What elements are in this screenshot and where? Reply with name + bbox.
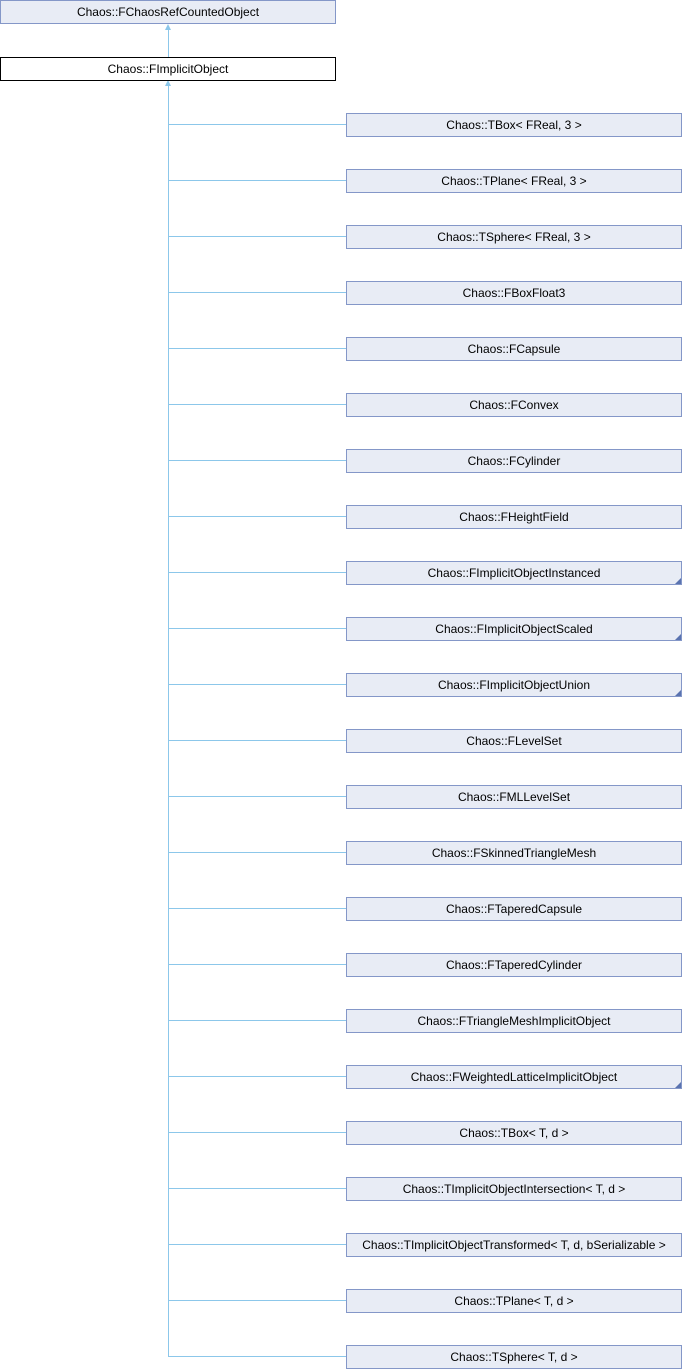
derived-class-box[interactable]: Chaos::FTaperedCapsule bbox=[346, 897, 682, 921]
inheritance-arrow-base bbox=[165, 24, 171, 30]
derived-class-box[interactable]: Chaos::TSphere< FReal, 3 > bbox=[346, 225, 682, 249]
derived-class-label: Chaos::FImplicitObjectUnion bbox=[437, 678, 591, 692]
derived-class-box[interactable]: Chaos::FImplicitObjectScaled bbox=[346, 617, 682, 641]
inheritance-branch bbox=[169, 740, 346, 741]
derived-class-box[interactable]: Chaos::TImplicitObjectIntersection< T, d… bbox=[346, 1177, 682, 1201]
inheritance-branch bbox=[169, 516, 346, 517]
has-subclasses-corner-icon bbox=[675, 690, 681, 696]
inheritance-branch bbox=[169, 124, 346, 125]
derived-class-box[interactable]: Chaos::FMLLevelSet bbox=[346, 785, 682, 809]
derived-class-box[interactable]: Chaos::FHeightField bbox=[346, 505, 682, 529]
derived-class-box[interactable]: Chaos::FLevelSet bbox=[346, 729, 682, 753]
has-subclasses-corner-icon bbox=[675, 1082, 681, 1088]
inheritance-branch bbox=[169, 1300, 346, 1301]
base-class-box[interactable]: Chaos::FChaosRefCountedObject bbox=[0, 0, 336, 24]
derived-class-label: Chaos::FWeightedLatticeImplicitObject bbox=[410, 1070, 618, 1084]
derived-class-label: Chaos::FLevelSet bbox=[466, 734, 562, 748]
derived-class-box[interactable]: Chaos::FTriangleMeshImplicitObject bbox=[346, 1009, 682, 1033]
derived-class-label: Chaos::TSphere< T, d > bbox=[450, 1350, 578, 1364]
inheritance-branch bbox=[169, 348, 346, 349]
derived-class-label: Chaos::FMLLevelSet bbox=[457, 790, 571, 804]
inheritance-arrow-current bbox=[165, 80, 171, 86]
inheritance-branch bbox=[169, 1076, 346, 1077]
inheritance-line-base bbox=[168, 30, 169, 57]
derived-class-box[interactable]: Chaos::TBox< FReal, 3 > bbox=[346, 113, 682, 137]
derived-class-label: Chaos::TPlane< FReal, 3 > bbox=[441, 174, 587, 188]
inheritance-branch bbox=[169, 1244, 346, 1245]
inheritance-branch bbox=[169, 180, 346, 181]
inheritance-trunk bbox=[168, 86, 169, 1357]
inheritance-branch bbox=[169, 796, 346, 797]
inheritance-branch bbox=[169, 964, 346, 965]
derived-class-box[interactable]: Chaos::FImplicitObjectUnion bbox=[346, 673, 682, 697]
derived-class-label: Chaos::FTaperedCylinder bbox=[445, 958, 583, 972]
derived-class-label: Chaos::FSkinnedTriangleMesh bbox=[431, 846, 597, 860]
derived-class-box[interactable]: Chaos::FCapsule bbox=[346, 337, 682, 361]
inheritance-branch bbox=[169, 628, 346, 629]
has-subclasses-corner-icon bbox=[675, 634, 681, 640]
derived-class-box[interactable]: Chaos::FBoxFloat3 bbox=[346, 281, 682, 305]
derived-class-box[interactable]: Chaos::FSkinnedTriangleMesh bbox=[346, 841, 682, 865]
current-class-box: Chaos::FImplicitObject bbox=[0, 57, 336, 81]
derived-class-label: Chaos::FImplicitObjectInstanced bbox=[427, 566, 601, 580]
derived-class-label: Chaos::FHeightField bbox=[459, 510, 569, 524]
has-subclasses-corner-icon bbox=[675, 578, 681, 584]
inheritance-branch bbox=[169, 236, 346, 237]
derived-class-label: Chaos::TBox< T, d > bbox=[459, 1126, 569, 1140]
derived-class-box[interactable]: Chaos::TBox< T, d > bbox=[346, 1121, 682, 1145]
inheritance-branch bbox=[169, 292, 346, 293]
derived-class-box[interactable]: Chaos::FWeightedLatticeImplicitObject bbox=[346, 1065, 682, 1089]
derived-class-label: Chaos::FCylinder bbox=[467, 454, 561, 468]
inheritance-branch bbox=[169, 1132, 346, 1133]
derived-class-label: Chaos::FBoxFloat3 bbox=[462, 286, 566, 300]
derived-class-box[interactable]: Chaos::TPlane< T, d > bbox=[346, 1289, 682, 1313]
derived-class-label: Chaos::TPlane< T, d > bbox=[454, 1294, 574, 1308]
inheritance-branch bbox=[169, 1356, 346, 1357]
inheritance-branch bbox=[169, 1020, 346, 1021]
derived-class-box[interactable]: Chaos::FImplicitObjectInstanced bbox=[346, 561, 682, 585]
derived-class-label: Chaos::TImplicitObjectTransformed< T, d,… bbox=[362, 1238, 666, 1252]
derived-class-label: Chaos::FImplicitObjectScaled bbox=[435, 622, 593, 636]
derived-class-box[interactable]: Chaos::TImplicitObjectTransformed< T, d,… bbox=[346, 1233, 682, 1257]
inheritance-branch bbox=[169, 852, 346, 853]
derived-class-label: Chaos::TBox< FReal, 3 > bbox=[446, 118, 582, 132]
inheritance-branch bbox=[169, 460, 346, 461]
derived-class-box[interactable]: Chaos::FConvex bbox=[346, 393, 682, 417]
derived-class-label: Chaos::TSphere< FReal, 3 > bbox=[437, 230, 591, 244]
inheritance-branch bbox=[169, 908, 346, 909]
derived-class-box[interactable]: Chaos::FCylinder bbox=[346, 449, 682, 473]
inheritance-branch bbox=[169, 684, 346, 685]
inheritance-branch bbox=[169, 404, 346, 405]
derived-class-box[interactable]: Chaos::TSphere< T, d > bbox=[346, 1345, 682, 1369]
inheritance-branch bbox=[169, 1188, 346, 1189]
derived-class-label: Chaos::FTriangleMeshImplicitObject bbox=[417, 1014, 611, 1028]
derived-class-label: Chaos::TImplicitObjectIntersection< T, d… bbox=[402, 1182, 626, 1196]
derived-class-label: Chaos::FTaperedCapsule bbox=[445, 902, 583, 916]
derived-class-label: Chaos::FConvex bbox=[469, 398, 559, 412]
derived-class-box[interactable]: Chaos::TPlane< FReal, 3 > bbox=[346, 169, 682, 193]
inheritance-branch bbox=[169, 572, 346, 573]
derived-class-box[interactable]: Chaos::FTaperedCylinder bbox=[346, 953, 682, 977]
derived-class-label: Chaos::FCapsule bbox=[467, 342, 561, 356]
